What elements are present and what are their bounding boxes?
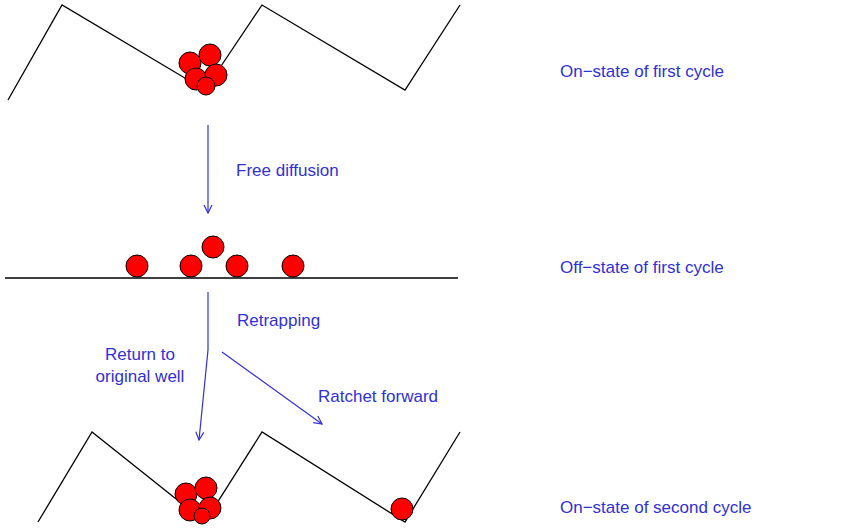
process-arrow — [222, 352, 322, 424]
potential-sawtooth — [8, 5, 460, 100]
process-arrow — [199, 350, 208, 440]
step-label: Free diffusion — [236, 160, 339, 182]
outcome-label: Return to original well — [88, 344, 192, 388]
step-label: Retrapping — [237, 310, 320, 332]
particle-cluster — [179, 44, 227, 95]
outcome-label: Ratchet forward — [318, 386, 438, 408]
process-arrow — [207, 292, 208, 350]
process-arrow — [207, 125, 208, 213]
diffused-particles — [126, 236, 304, 277]
state-label: On−state of first cycle — [560, 61, 724, 83]
state-label: On−state of second cycle — [560, 497, 751, 519]
potential-sawtooth — [38, 432, 460, 522]
particle-cluster — [175, 477, 413, 524]
flat-potential — [5, 277, 458, 278]
state-label: Off−state of first cycle — [560, 257, 724, 279]
